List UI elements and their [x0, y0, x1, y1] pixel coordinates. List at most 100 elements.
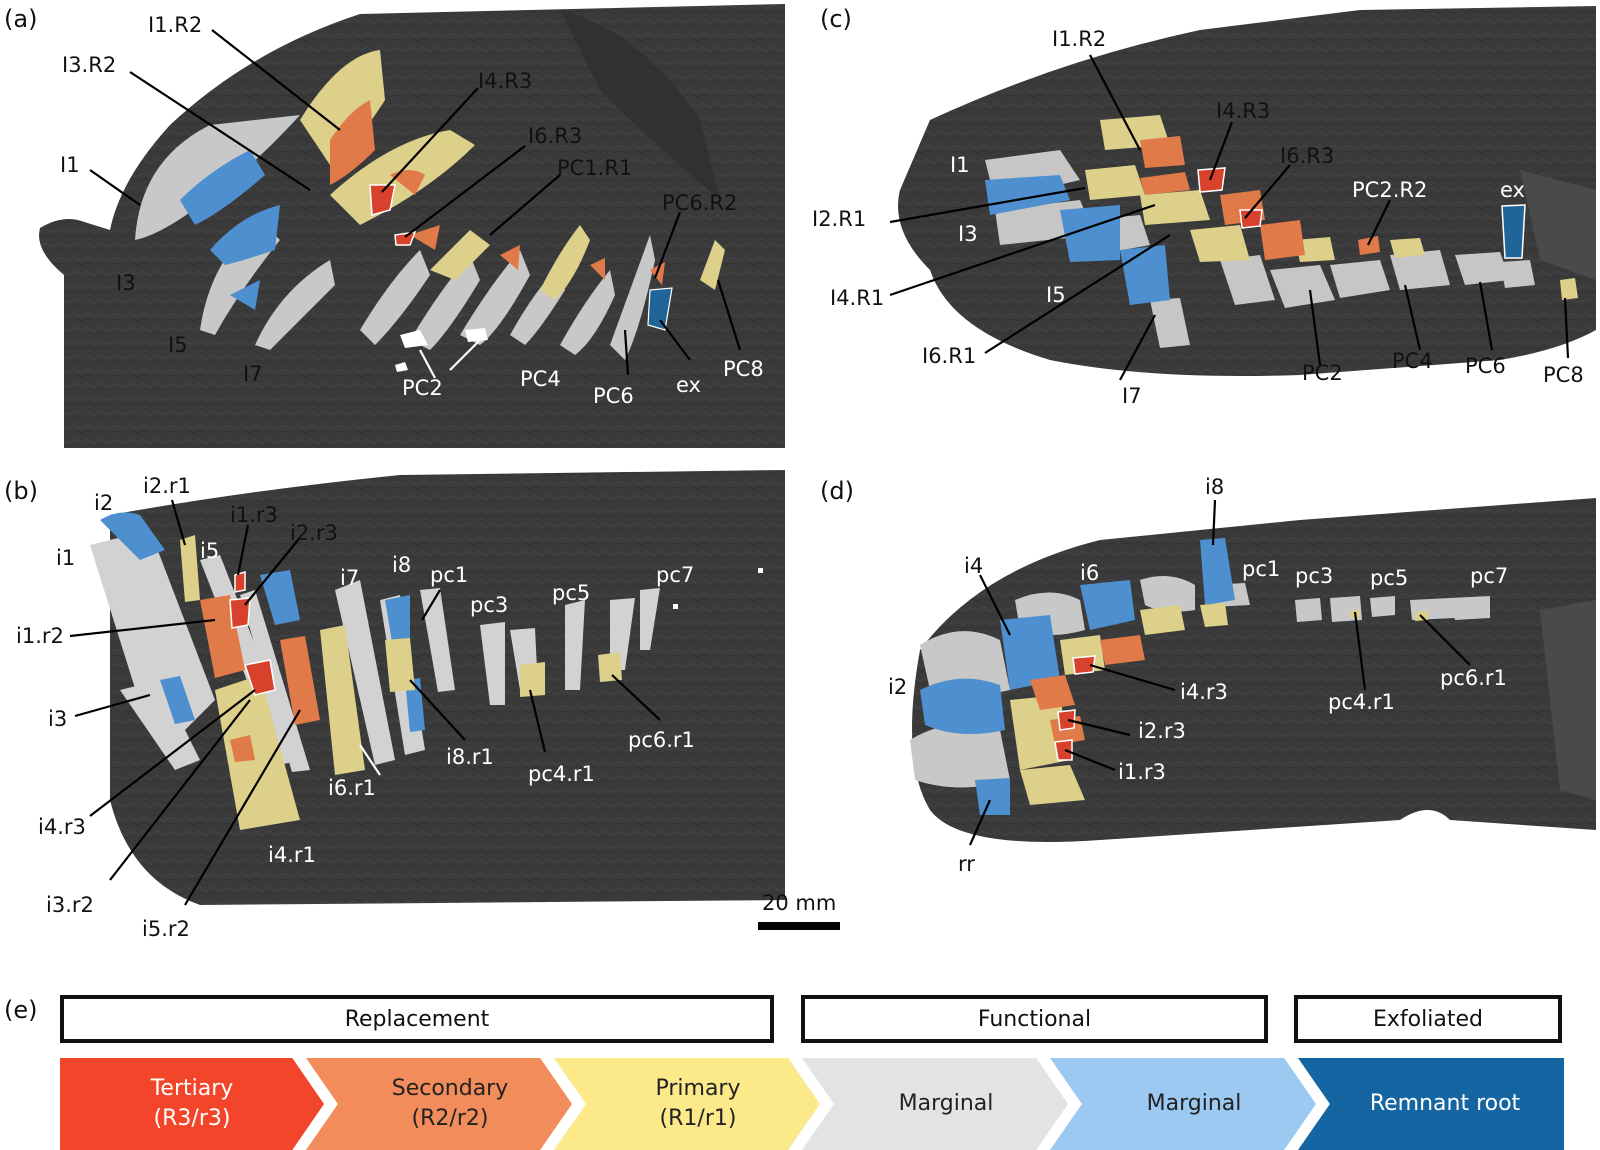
label-d: i8: [1205, 475, 1224, 499]
label-b: i1.r2: [16, 624, 64, 648]
label-a: PC1.R1: [557, 156, 632, 180]
label-c: I3: [958, 222, 978, 246]
label-b: pc7: [656, 563, 694, 587]
legend-stage-marginal-blue: Marginal: [1050, 1058, 1316, 1150]
label-c: I2.R1: [812, 207, 866, 231]
label-d: i2.r3: [1138, 719, 1186, 743]
label-c: I4.R3: [1216, 99, 1270, 123]
label-b: i5: [200, 539, 219, 563]
scale-bar-line: [758, 922, 840, 930]
label-b: pc1: [430, 563, 468, 587]
legend-group-label: Replacement: [344, 1006, 490, 1032]
label-d: i4: [964, 554, 983, 578]
label-a: I3: [116, 271, 136, 295]
labels-panel-b: i2 i2.r1 i1.r3 i2.r3 i1 i5 i7 i8 pc1 pc3…: [16, 474, 695, 941]
labels-panel-a: I1.R2 I3.R2 I4.R3 I6.R3 PC1.R1 PC6.R2 I1…: [60, 13, 764, 408]
label-b: i1.r3: [230, 503, 278, 527]
panel-letter-a: (a): [4, 5, 37, 33]
legend-stage-line1: Marginal: [898, 1091, 994, 1116]
jaw-rock-d: [912, 498, 1596, 842]
label-d: i4.r3: [1180, 680, 1228, 704]
label-c: I5: [1046, 283, 1066, 307]
label-c: PC4: [1392, 349, 1433, 373]
label-b: i7: [340, 566, 359, 590]
label-c: I6.R3: [1280, 144, 1334, 168]
label-d: rr: [958, 852, 975, 876]
label-c: PC2: [1302, 361, 1343, 385]
label-b: i3.r2: [46, 893, 94, 917]
label-b: i8.r1: [446, 745, 494, 769]
label-d: pc6.r1: [1440, 666, 1507, 690]
panel-a: [39, 4, 785, 448]
label-a: PC8: [723, 357, 764, 381]
label-a: PC4: [520, 367, 561, 391]
orange-teeth-c: [1140, 136, 1380, 260]
label-d: pc5: [1370, 566, 1408, 590]
label-c: I6.R1: [922, 344, 976, 368]
label-d: i2: [888, 675, 907, 699]
orange-teeth-a: [330, 100, 665, 285]
leader-lines-white: [359, 339, 481, 776]
label-a: ex: [676, 373, 701, 397]
panel-b: [90, 470, 785, 905]
label-b: i2: [94, 491, 113, 515]
legend-group-replacement: Replacement: [60, 995, 774, 1043]
label-b: i6.r1: [328, 776, 376, 800]
legend-stage-line1: Marginal: [1146, 1091, 1242, 1116]
label-a: I7: [243, 362, 263, 386]
label-b: pc4.r1: [528, 762, 595, 786]
tertiary-a1: [369, 184, 396, 216]
label-a: PC6: [593, 384, 634, 408]
label-b: pc6.r1: [628, 728, 695, 752]
panel-letter-b: (b): [4, 477, 38, 505]
label-c: PC6: [1465, 354, 1506, 378]
scale-bar: 20 mm: [758, 891, 840, 930]
label-d: pc4.r1: [1328, 690, 1395, 714]
label-a: I1.R2: [148, 13, 202, 37]
tertiary-d: [1054, 655, 1096, 761]
panel-letter-e: (e): [4, 996, 38, 1024]
label-d: pc1: [1242, 557, 1280, 581]
label-c: PC2.R2: [1352, 178, 1427, 202]
legend-stage-line1: Primary: [655, 1076, 741, 1101]
label-a: I4.R3: [478, 69, 532, 93]
label-b: pc5: [552, 581, 590, 605]
label-d: i1.r3: [1118, 760, 1166, 784]
label-a: PC2: [402, 376, 443, 400]
yellow-teeth-d: [1010, 603, 1428, 805]
legend-stage-line2: (R3/r3): [153, 1106, 231, 1131]
legend-stage-tertiary: Tertiary (R3/r3): [60, 1058, 324, 1150]
label-b: i4.r3: [38, 815, 86, 839]
label-b: i5.r2: [142, 917, 190, 941]
label-a: I3.R2: [62, 53, 116, 77]
label-c: I1: [950, 153, 970, 177]
legend-stage-line2: (R1/r1): [659, 1106, 737, 1131]
skull-rock-a: [39, 4, 785, 448]
label-b: pc3: [470, 593, 508, 617]
legend-group-exfoliated: Exfoliated: [1294, 995, 1562, 1043]
panel-d: [910, 498, 1596, 842]
panel-letter-c: (c): [820, 5, 852, 33]
label-a: PC6.R2: [662, 191, 737, 215]
legend-group-label: Exfoliated: [1373, 1006, 1483, 1032]
label-c: I7: [1122, 384, 1142, 408]
label-a: I1: [60, 153, 80, 177]
yellow-teeth-b: [180, 535, 622, 830]
label-a: I5: [168, 333, 188, 357]
legend-stage-secondary: Secondary (R2/r2): [306, 1058, 572, 1150]
tertiary-c: [1197, 167, 1263, 229]
label-b: i1: [56, 546, 75, 570]
label-b: i4.r1: [268, 843, 316, 867]
panel-letter-d: (d): [820, 477, 854, 505]
labels-panel-c: I1.R2 I4.R3 I6.R3 I1 I2.R1 I3 PC2.R2 ex …: [812, 27, 1584, 408]
legend-stage-primary: Primary (R1/r1): [554, 1058, 820, 1150]
blue-teeth-a: [180, 150, 280, 310]
legend-stage-line1: Tertiary: [150, 1076, 234, 1101]
label-d: pc3: [1295, 564, 1333, 588]
label-b: i2.r3: [290, 521, 338, 545]
ex-root-c: [1501, 204, 1526, 259]
white-speck-b2: [758, 568, 763, 573]
panel-c: [898, 6, 1596, 376]
tertiary-b: [229, 570, 276, 696]
